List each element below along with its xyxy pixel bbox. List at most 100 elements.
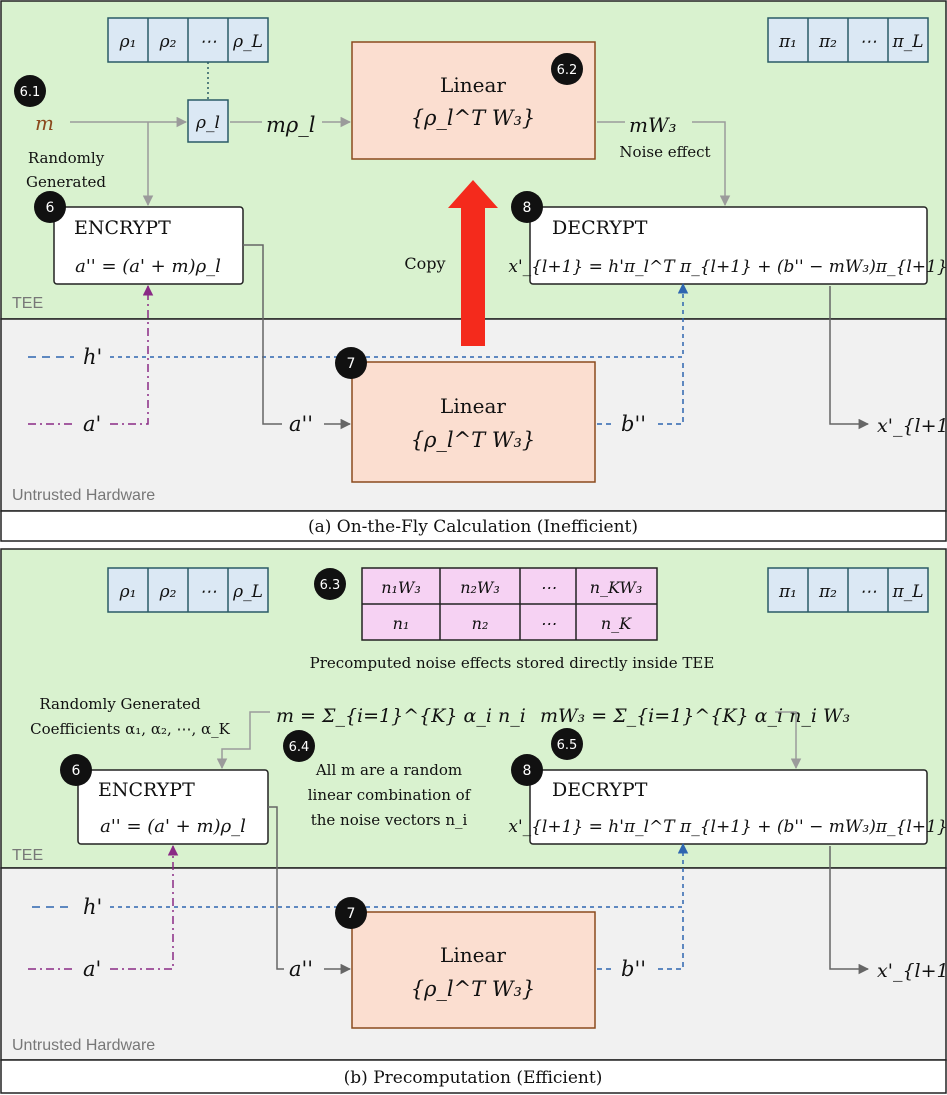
panel-b-badge-6: 6 <box>60 754 92 786</box>
panel-b-linear-untrusted-title: Linear <box>440 943 506 967</box>
table-cell: n₂W₃ <box>460 578 500 597</box>
panel-a-badge-7: 7 <box>335 347 367 379</box>
rho-cell: ρ₁ <box>119 32 137 52</box>
panel-a-caption-bar <box>0 510 947 542</box>
panel-b-noise-table: n₁W₃ n₂W₃ ⋯ n_KW₃ n₁ n₂ ⋯ n_K <box>361 567 658 641</box>
panel-b-decrypt-title: DECRYPT <box>552 779 648 801</box>
panel-b-all-m-line3: the noise vectors n_i <box>311 811 468 829</box>
panel-a-rho-array: ρ₁ ρ₂ ⋯ ρ_L <box>107 17 269 63</box>
panel-a-copy-label: Copy <box>404 254 445 273</box>
panel-b-b-dprime: b'' <box>621 957 646 981</box>
panel-b-h-prime: h' <box>83 895 102 919</box>
panel-a-m: m <box>35 111 54 135</box>
panel-a-linear-untrusted-box <box>351 361 596 483</box>
svg-text:6.5: 6.5 <box>557 738 578 753</box>
panel-a-linear-untrusted-formula: {ρ_l^T W₃} <box>411 428 536 452</box>
svg-text:6.2: 6.2 <box>557 63 578 78</box>
panel-a-badge-8: 8 <box>511 191 543 223</box>
panel-a-tee-label: TEE <box>12 295 43 312</box>
pi-cell: ⋯ <box>860 32 877 52</box>
svg-text:6.1: 6.1 <box>20 85 41 100</box>
panel-a-decrypt-formula: x'_{l+1} = h'π_l^T π_{l+1} + (b'' − mW₃)… <box>508 257 947 277</box>
rho-cell: ρ₂ <box>159 32 177 52</box>
panel-a-pi-array: π₁ π₂ ⋯ π_L <box>767 17 929 63</box>
panel-b-encrypt-formula: a'' = (a' + m)ρ_l <box>100 816 246 837</box>
panel-b-coeff-line2: Coefficients α₁, α₂, ⋯, α_K <box>30 720 231 738</box>
pi-cell: π₁ <box>778 582 797 602</box>
panel-a-m-rho-l: mρ_l <box>266 113 315 137</box>
panel-a-linear-tee-formula: {ρ_l^T W₃} <box>411 106 536 130</box>
table-cell: ⋯ <box>540 614 556 633</box>
svg-text:7: 7 <box>347 906 356 922</box>
panel-b-badge-6-4: 6.4 <box>283 730 315 762</box>
rho-cell: ⋯ <box>200 582 217 602</box>
panel-b-decrypt-formula: x'_{l+1} = h'π_l^T π_{l+1} + (b'' − mW₃)… <box>508 817 947 837</box>
panel-b-coeff-line1: Randomly Generated <box>39 695 201 713</box>
table-cell: ⋯ <box>540 578 556 597</box>
table-cell: n₁ <box>393 614 410 633</box>
table-cell: n_KW₃ <box>590 578 643 597</box>
panel-a-rho-l-box <box>187 99 229 143</box>
panel-a-generated: Generated <box>26 173 106 191</box>
panel-a-encrypt-formula: a'' = (a' + m)ρ_l <box>75 256 221 277</box>
panel-b-caption: (b) Precomputation (Efficient) <box>344 1068 603 1088</box>
panel-b-badge-8: 8 <box>511 754 543 786</box>
panel-a-linear-tee-title: Linear <box>440 73 506 97</box>
panel-a: (a) On-the-Fly Calculation (Inefficient)… <box>0 0 947 542</box>
panel-b-badge-7: 7 <box>335 897 367 929</box>
panel-a-copy-arrow <box>448 180 498 346</box>
panel-b-mW-sum: mW₃ = Σ_{i=1}^{K} α_i n_i W₃ <box>540 705 850 727</box>
panel-b-badge-6-5: 6.5 <box>551 728 583 760</box>
panel-b-all-m-line1: All m are a random <box>315 761 462 779</box>
panel-b-linear-untrusted-formula: {ρ_l^T W₃} <box>411 977 536 1001</box>
pi-cell: π_L <box>892 32 924 52</box>
svg-text:8: 8 <box>523 200 532 216</box>
panel-b-a-prime: a' <box>83 957 101 981</box>
panel-a-badge-6-1: 6.1 <box>14 75 46 107</box>
pi-cell: π_L <box>892 582 924 602</box>
panel-a-noise-effect: Noise effect <box>619 143 710 161</box>
rho-cell: ρ_L <box>232 582 263 602</box>
panel-b-badge-6-3: 6.3 <box>314 568 346 600</box>
svg-text:6: 6 <box>72 763 81 779</box>
panel-a-linear-untrusted-title: Linear <box>440 394 506 418</box>
panel-a-randomly: Randomly <box>28 149 105 167</box>
table-cell: n_K <box>601 614 632 633</box>
table-cell: n₂ <box>472 614 489 633</box>
panel-a-a-prime: a' <box>83 412 101 436</box>
panel-a-b-dprime: b'' <box>621 412 646 436</box>
panel-b-linear-untrusted-box <box>351 911 596 1029</box>
panel-a-untrusted-label: Untrusted Hardware <box>12 487 155 504</box>
panel-b-untrusted-label: Untrusted Hardware <box>12 1037 155 1054</box>
panel-b-output: x'_{l+1} <box>877 960 947 982</box>
panel-a-h-prime: h' <box>83 345 102 369</box>
panel-b-encrypt-title: ENCRYPT <box>98 779 195 801</box>
svg-text:6.4: 6.4 <box>289 740 310 755</box>
panel-a-badge-6: 6 <box>34 191 66 223</box>
panel-a-encrypt-title: ENCRYPT <box>74 217 171 239</box>
panel-b: (b) Precomputation (Efficient) TEE Untru… <box>0 548 947 1094</box>
panel-b-rho-array: ρ₁ ρ₂ ⋯ ρ_L <box>107 567 269 613</box>
rho-cell: ⋯ <box>200 32 217 52</box>
pi-cell: π₂ <box>818 32 837 52</box>
rho-cell: ρ₂ <box>159 582 177 602</box>
panel-b-precomputed-text: Precomputed noise effects stored directl… <box>310 654 715 672</box>
svg-text:6.3: 6.3 <box>320 578 341 593</box>
rho-cell: ρ_L <box>232 32 263 52</box>
panel-a-a-dprime: a'' <box>289 412 313 436</box>
panel-a-badge-6-2: 6.2 <box>551 53 583 85</box>
panel-b-caption-bar <box>0 1059 947 1094</box>
rho-cell: ρ₁ <box>119 582 137 602</box>
panel-a-caption: (a) On-the-Fly Calculation (Inefficient) <box>308 517 638 537</box>
panel-b-tee-label: TEE <box>12 847 43 864</box>
panel-a-decrypt-box <box>529 206 928 285</box>
panel-a-mW3: mW₃ <box>629 113 677 137</box>
svg-text:8: 8 <box>523 763 532 779</box>
panel-a-output: x'_{l+1} <box>877 415 947 437</box>
pi-cell: π₂ <box>818 582 837 602</box>
panel-b-a-dprime: a'' <box>289 957 313 981</box>
panel-a-rho-l: ρ_l <box>195 113 220 133</box>
panel-b-all-m-line2: linear combination of <box>308 786 472 804</box>
panel-b-pi-array: π₁ π₂ ⋯ π_L <box>767 567 929 613</box>
